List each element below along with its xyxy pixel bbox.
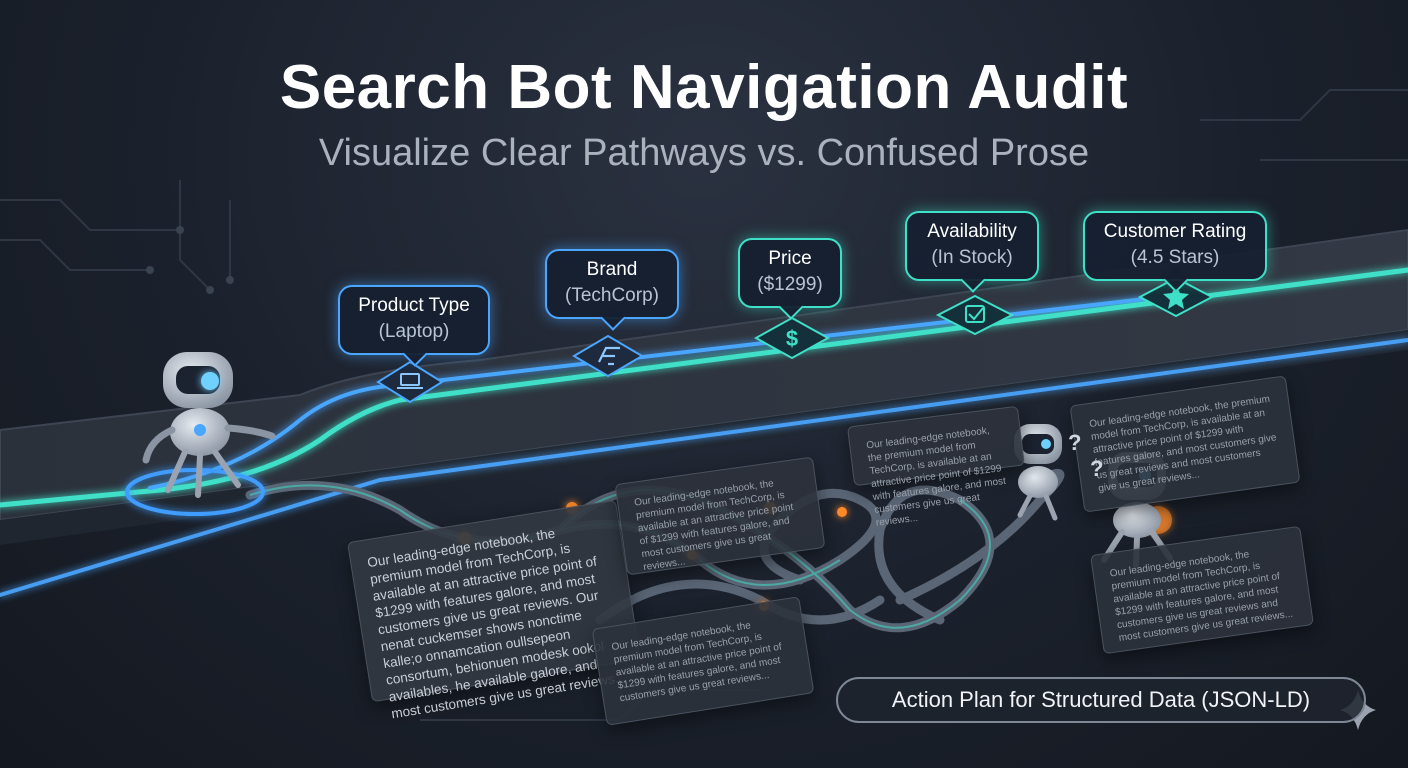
confused-robot-1-illustration	[1014, 424, 1062, 521]
page-title: Search Bot Navigation Audit	[279, 53, 1129, 122]
question-mark: ?	[1068, 430, 1082, 455]
laptop-icon	[397, 373, 423, 389]
dollar-icon: $	[786, 326, 798, 351]
star-icon	[1163, 285, 1189, 309]
question-mark: ?	[1090, 456, 1104, 481]
action-plan-button[interactable]: Action Plan for Structured Data (JSON-LD…	[836, 677, 1366, 723]
waypoint-nodes	[376, 276, 1215, 404]
waypoint-title: Product Type	[358, 295, 470, 316]
checkbox-icon	[965, 305, 985, 323]
waypoint-customer-rating: Customer Rating (4.5 Stars)	[1083, 211, 1267, 281]
waypoint-availability: Availability (In Stock)	[905, 211, 1039, 281]
waypoint-value: (TechCorp)	[565, 285, 659, 306]
waypoint-value: (4.5 Stars)	[1130, 247, 1220, 268]
brand-logo-icon	[598, 346, 620, 366]
waypoint-price: Price ($1299)	[738, 238, 842, 308]
waypoint-title: Price	[768, 248, 812, 269]
waypoint-product-type: Product Type (Laptop)	[338, 285, 490, 355]
waypoint-value: (In Stock)	[931, 247, 1013, 268]
page-subtitle: Visualize Clear Pathways vs. Confused Pr…	[318, 132, 1090, 174]
waypoint-title: Availability	[927, 221, 1017, 242]
waypoint-title: Customer Rating	[1103, 221, 1247, 242]
start-pad	[125, 468, 265, 516]
waypoint-brand: Brand (TechCorp)	[545, 249, 679, 319]
waypoint-title: Brand	[586, 259, 638, 280]
waypoint-value: ($1299)	[757, 274, 823, 295]
waypoint-value: (Laptop)	[378, 321, 450, 342]
main-robot-illustration	[142, 352, 276, 498]
